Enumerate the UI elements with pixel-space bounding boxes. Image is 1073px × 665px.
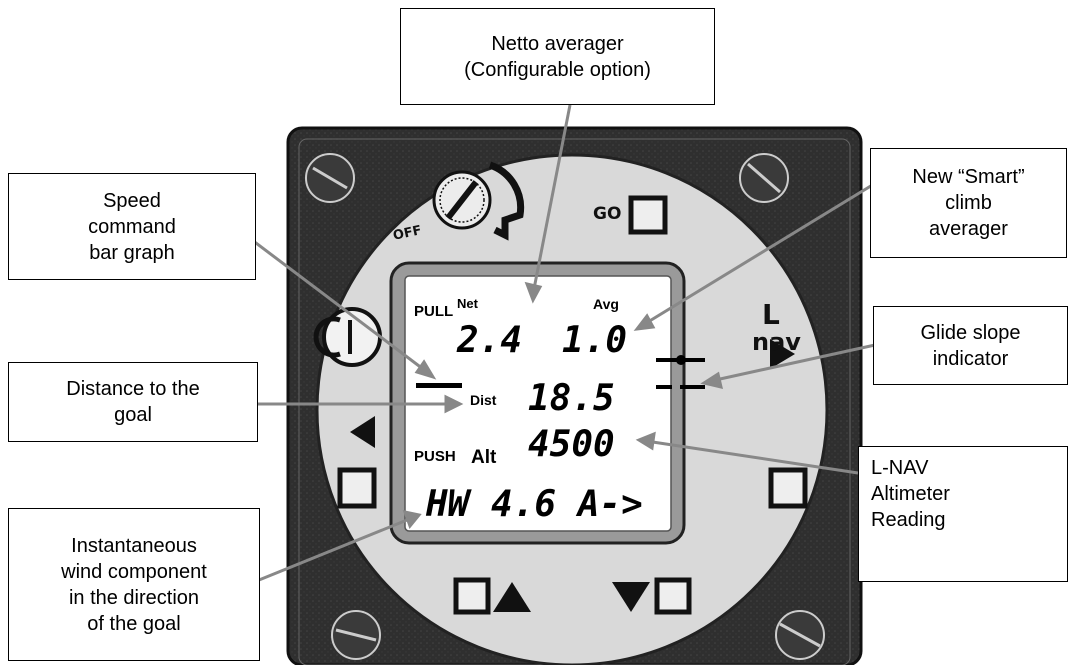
go-button-shape — [628, 195, 668, 235]
push-label: PUSH — [414, 448, 456, 465]
screw-top-right-icon — [739, 153, 789, 203]
right-side-button — [768, 467, 808, 509]
left-arrow-icon — [350, 416, 375, 448]
dist-value: 18.5 — [528, 378, 615, 419]
alt-label: Alt — [471, 447, 497, 468]
avg-label: Avg — [593, 296, 619, 312]
callout-smart-climb-averager: New “Smart” climb averager — [870, 148, 1067, 258]
leader-wind — [258, 516, 413, 582]
callout-netto-averager: Netto averager (Configurable option) — [400, 8, 715, 105]
net-value: 2.4 — [457, 320, 523, 361]
wind-line: HW 4.6 A-> — [426, 484, 643, 525]
net-label: Net — [457, 296, 478, 311]
leader-glide-slope — [710, 343, 876, 383]
pull-label: PULL — [414, 303, 454, 320]
dist-label: Dist — [470, 392, 497, 408]
alt-value: 4500 — [528, 424, 615, 465]
left-side-button — [337, 467, 377, 509]
right-arrow-icon — [770, 339, 795, 369]
leader-speed-command — [251, 238, 428, 374]
down-arrow-icon — [612, 582, 650, 612]
callout-distance: Distance to the goal — [8, 362, 258, 442]
callout-altimeter: L-NAV Altimeter Reading — [858, 446, 1068, 582]
go-label: GO — [593, 204, 622, 224]
inner-bezel-line — [298, 138, 851, 665]
bottom-right-button — [654, 577, 692, 615]
callout-glide-slope: Glide slope indicator — [873, 306, 1068, 385]
glide-slope-icon — [656, 355, 705, 389]
callout-speed-command: Speed command bar graph — [8, 173, 256, 280]
avg-value: 1.0 — [562, 320, 628, 361]
up-arrow-icon — [493, 582, 531, 612]
brand-nav-label: nav — [752, 328, 801, 356]
leader-altimeter — [645, 439, 859, 475]
bottom-left-button — [453, 577, 491, 615]
speed-command-bar — [416, 383, 462, 388]
rotary-knob-icon — [432, 161, 525, 241]
brand-l-label: L — [762, 298, 780, 331]
leader-netto — [531, 104, 572, 295]
screw-bottom-right-icon — [775, 610, 825, 660]
callout-wind-component: Instantaneous wind component in the dire… — [8, 508, 260, 661]
screw-top-left-icon — [305, 153, 355, 203]
screw-bottom-left-icon — [331, 610, 381, 660]
leader-smart-climb — [642, 168, 898, 327]
